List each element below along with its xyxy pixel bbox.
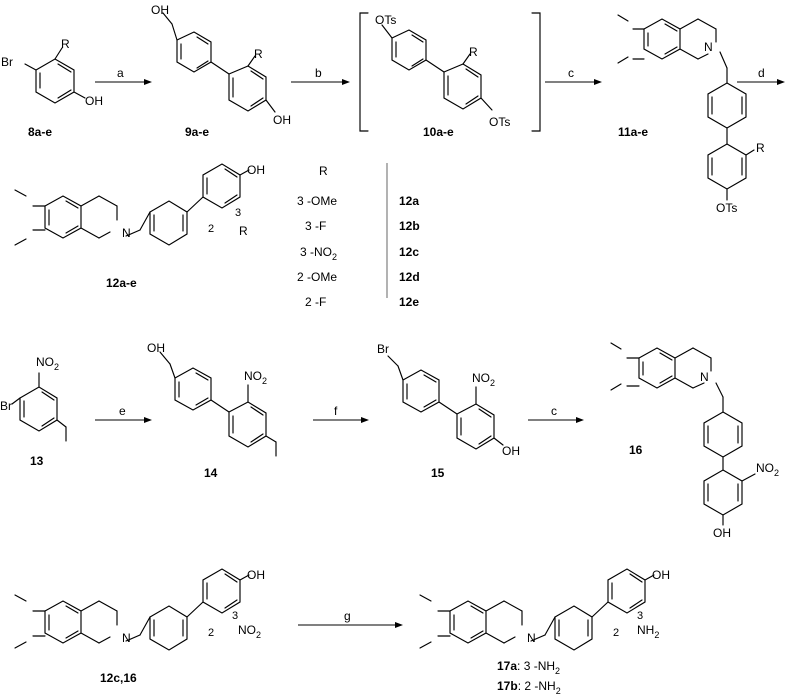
compound-label-11: 11a-e: [618, 125, 648, 139]
structure-11: [617, 14, 755, 201]
reagent-g: g: [344, 609, 351, 623]
reagent-c: c: [568, 66, 574, 80]
reagent-a: a: [117, 66, 124, 80]
position-2: 2: [613, 627, 619, 639]
atom-oh: OH: [502, 444, 520, 458]
arrow-e: [95, 417, 152, 423]
table-row-compound: 12a: [399, 194, 419, 208]
atom-n: N: [704, 40, 713, 54]
position-3: 3: [235, 207, 241, 219]
atom-ots: OTs: [716, 201, 737, 215]
atom-n: N: [700, 370, 709, 384]
arrow-f: [313, 417, 369, 423]
atom-oh: OH: [273, 113, 291, 127]
table-row-compound: 12b: [399, 219, 420, 233]
structure-16: [610, 342, 756, 526]
arrow-g: [298, 622, 403, 628]
compound-label-15: 15: [431, 466, 445, 480]
atom-oh: OH: [147, 341, 165, 355]
table-row-compound: 12e: [399, 295, 419, 309]
arrow-d: [737, 79, 785, 85]
atom-r: R: [239, 224, 248, 238]
arrow-b: [291, 79, 350, 85]
table-header-r: R: [319, 164, 328, 178]
arrow-a: [95, 79, 152, 85]
atom-r: R: [469, 45, 478, 59]
reagent-e: e: [119, 404, 126, 418]
atom-oh: OH: [247, 163, 265, 177]
atom-oh: OH: [247, 568, 265, 582]
atom-ots: OTs: [489, 115, 510, 129]
arrow-c: [545, 79, 602, 85]
table-row-substituent: 3 -F: [305, 219, 326, 233]
compound-label-17b: 17b: 2 -NH2: [497, 679, 561, 694]
structure-10: [359, 12, 541, 132]
compound-label-13: 13: [30, 454, 44, 468]
table-row-substituent: 2 -OMe: [297, 270, 337, 284]
compound-label-8: 8a-e: [28, 125, 52, 139]
compound-label-10: 10a-e: [423, 125, 454, 139]
compound-label-16: 16: [629, 443, 643, 457]
compound-label-17a: 17a: 3 -NH2: [497, 659, 560, 676]
position-2: 2: [208, 223, 214, 235]
compound-label-9: 9a-e: [185, 125, 209, 139]
atom-r: R: [254, 47, 263, 61]
atom-no2: NO2: [238, 623, 261, 640]
atom-oh: OH: [151, 3, 169, 17]
atom-r: R: [61, 37, 70, 51]
atom-nh2: NH2: [637, 623, 659, 640]
atom-ots: OTs: [375, 13, 396, 27]
substituent-table: R 3 -OMe 12a 3 -F 12b 3 -NO2 12c 2 -OMe …: [297, 163, 420, 309]
atom-br: Br: [1, 55, 13, 69]
atom-n: N: [122, 226, 131, 240]
structure-8: [24, 47, 86, 104]
atom-no2: NO2: [472, 371, 495, 388]
atom-no2: NO2: [36, 355, 59, 372]
position-3: 3: [637, 610, 643, 622]
atom-oh: OH: [652, 568, 670, 582]
structure-12c-16: [14, 568, 250, 651]
atom-n: N: [527, 631, 536, 645]
table-row-compound: 12d: [399, 270, 420, 284]
arrow-c-2: [528, 417, 584, 423]
compound-label-12: 12a-e: [106, 276, 137, 290]
reagent-d: d: [758, 66, 765, 80]
structure-14: [159, 351, 277, 457]
table-row-substituent: 2 -F: [305, 295, 326, 309]
reagent-b: b: [315, 66, 322, 80]
position-2: 2: [208, 627, 214, 639]
atom-oh: OH: [85, 94, 103, 108]
reagent-c: c: [551, 404, 557, 418]
reagent-f: f: [334, 404, 338, 418]
atom-n: N: [122, 631, 131, 645]
table-row-compound: 12c: [399, 245, 419, 259]
table-row-substituent: 3 -OMe: [297, 194, 337, 208]
compound-label-14: 14: [204, 466, 218, 480]
structure-12: [14, 163, 250, 246]
atom-oh: OH: [713, 526, 731, 540]
position-3: 3: [232, 610, 238, 622]
atom-br: Br: [377, 342, 389, 356]
compound-label-12c-16: 12c,16: [100, 671, 137, 685]
structure-13: [11, 372, 67, 442]
atom-no2: NO2: [244, 369, 267, 386]
table-row-substituent: 3 -NO2: [300, 245, 337, 262]
atom-br: Br: [0, 399, 12, 413]
structure-15: [387, 355, 504, 450]
atom-r: R: [756, 141, 765, 155]
structure-17: [419, 568, 655, 651]
atom-no2: NO2: [756, 461, 779, 478]
structure-9: [162, 12, 276, 113]
